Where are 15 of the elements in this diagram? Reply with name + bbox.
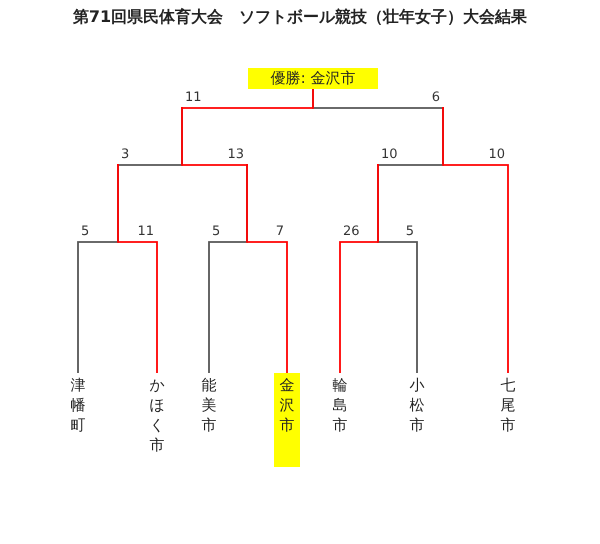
bracket-line: [442, 109, 509, 373]
champion-banner: 優勝: 金沢市: [248, 68, 378, 89]
team-name: 津幡町: [68, 373, 88, 435]
bracket-line: [339, 166, 379, 373]
bracket-line: [117, 166, 158, 373]
team-name: 小松市: [407, 373, 427, 435]
bracket-line: [181, 109, 246, 166]
bracket-line: [183, 89, 314, 109]
team-name: かほく市: [147, 373, 167, 455]
chart-title: 第71回県民体育大会 ソフトボール競技（壮年女子）大会結果: [72, 7, 528, 28]
team-name: 七尾市: [498, 373, 518, 435]
bracket-line: [246, 166, 288, 373]
highlighted-team-name: 金沢市: [274, 373, 300, 467]
team-name: 能美市: [199, 373, 219, 435]
team-name: 輪島市: [330, 373, 350, 435]
